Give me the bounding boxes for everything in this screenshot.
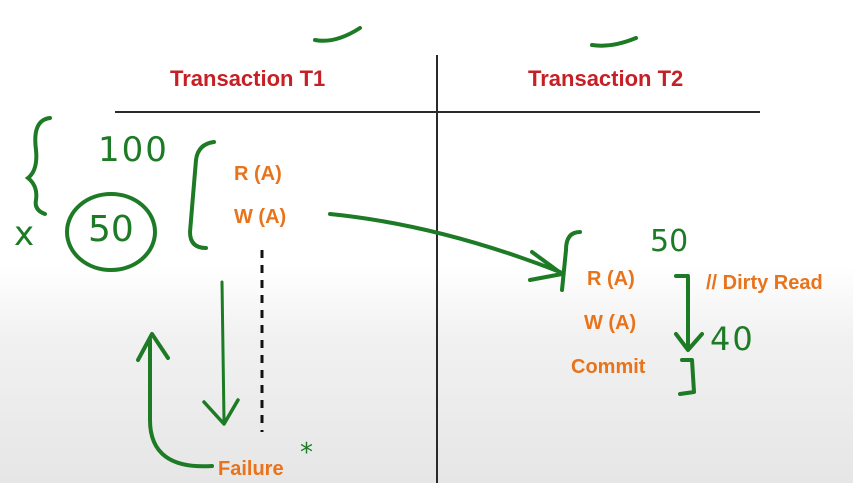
t2-write-arrow-head bbox=[674, 332, 704, 352]
crossed-mark-note: x bbox=[14, 214, 35, 254]
t2-header: Transaction T2 bbox=[528, 66, 684, 91]
down-arrow-head bbox=[202, 398, 240, 426]
t2-bracket-hook bbox=[560, 230, 582, 292]
dirty-read-arrow bbox=[328, 212, 562, 274]
rollback-arrow bbox=[148, 338, 214, 469]
t1-write-op: W (A) bbox=[234, 206, 287, 228]
t2-written-value-note: 40 bbox=[710, 320, 755, 358]
t2-write-op: W (A) bbox=[584, 312, 637, 334]
initial-value-note: 100 bbox=[98, 130, 169, 170]
failure-star-mark: * bbox=[300, 438, 313, 468]
t1-header: Transaction T1 bbox=[170, 66, 326, 91]
t1-bracket bbox=[187, 140, 216, 250]
circled-value-note: 50 bbox=[88, 209, 134, 250]
t2-read-op: R (A) bbox=[587, 268, 635, 290]
circle-mark bbox=[65, 192, 157, 272]
t2-read-value-note: 50 bbox=[650, 224, 689, 259]
tick-mark-t1 bbox=[313, 26, 362, 43]
rollback-arrow-head bbox=[136, 332, 170, 362]
t1-failure-label: Failure bbox=[218, 458, 284, 480]
dirty-read-comment: // Dirty Read bbox=[706, 272, 823, 294]
t2-bracket-bottom bbox=[678, 358, 696, 396]
value-brace bbox=[24, 116, 52, 216]
tick-mark-t2 bbox=[590, 36, 638, 48]
down-arrow bbox=[220, 280, 226, 422]
t2-commit-op: Commit bbox=[571, 356, 646, 378]
t1-read-op: R (A) bbox=[234, 163, 282, 185]
